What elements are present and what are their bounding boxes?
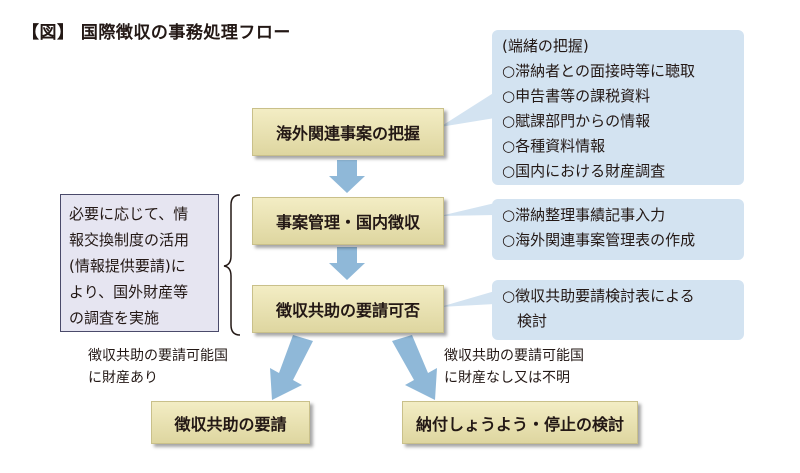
callout-pointer-decision <box>440 291 495 307</box>
side-note-line: 必要に応じて、情 <box>69 205 189 223</box>
page-title: 【図】 国際徴収の事務処理フロー <box>22 23 291 43</box>
arrow-diagonal-left <box>270 335 313 400</box>
box-payment-suspension-review: 納付しょうよう・停止の検討 <box>402 401 638 444</box>
arrow-diagonal-right <box>392 335 437 400</box>
callout-line: ○国内における財産調査 <box>502 162 666 180</box>
callout-line: 検討 <box>502 312 548 330</box>
callout-line: ○申告書等の課税資料 <box>502 87 651 105</box>
arrow-down-2 <box>329 247 365 280</box>
callout-line: ○各種資料情報 <box>502 137 606 155</box>
branch-label-line: 徴収共助の要請可能国 <box>88 348 228 364</box>
callout-line: ○海外関連事案管理表の作成 <box>502 231 696 249</box>
callout-pointer-management <box>440 203 495 216</box>
box-assistance-request: 徴収共助の要請 <box>151 401 310 444</box>
side-note-info-exchange: 必要に応じて、情 報交換制度の活用 (情報提供要請)に より、国外財産等 の調査… <box>60 194 219 332</box>
callout-grasp: (端緒の把握) ○滞納者との面接時等に聴取 ○申告書等の課税資料 ○賦課部門から… <box>492 30 744 185</box>
branch-label-left: 徴収共助の要請可能国 に財産あり <box>88 345 228 389</box>
callout-management: ○滞納整理事績記事入力 ○海外関連事案管理表の作成 <box>492 199 744 260</box>
side-note-line: より、国外財産等 <box>69 283 189 301</box>
branch-label-line: に財産なし又は不明 <box>444 370 570 386</box>
side-note-line: の調査を実施 <box>69 309 160 327</box>
side-note-line: 報交換制度の活用 <box>69 231 190 249</box>
branch-label-right: 徴収共助の要請可能国 に財産なし又は不明 <box>444 345 584 389</box>
callout-pointer-grasp <box>440 92 495 127</box>
brace <box>223 194 241 336</box>
box-case-management: 事案管理・国内徴収 <box>252 197 444 245</box>
callout-line: ○滞納整理事績記事入力 <box>502 206 666 224</box>
branch-label-line: に財産あり <box>88 370 158 386</box>
callout-line: ○徴収共助要請検討表による <box>502 287 695 305</box>
arrow-down-1 <box>329 160 365 193</box>
callout-line: (端緒の把握) <box>502 37 589 55</box>
side-note-line: (情報提供要請)に <box>69 257 186 275</box>
box-assistance-decision: 徴収共助の要請可否 <box>252 285 444 333</box>
callout-line: ○滞納者との面接時等に聴取 <box>502 62 695 80</box>
box-grasp-overseas-cases: 海外関連事案の把握 <box>252 108 444 156</box>
branch-label-line: 徴収共助の要請可能国 <box>444 348 584 364</box>
callout-decision: ○徴収共助要請検討表による 検討 <box>492 280 744 340</box>
callout-line: ○賦課部門からの情報 <box>502 112 651 130</box>
